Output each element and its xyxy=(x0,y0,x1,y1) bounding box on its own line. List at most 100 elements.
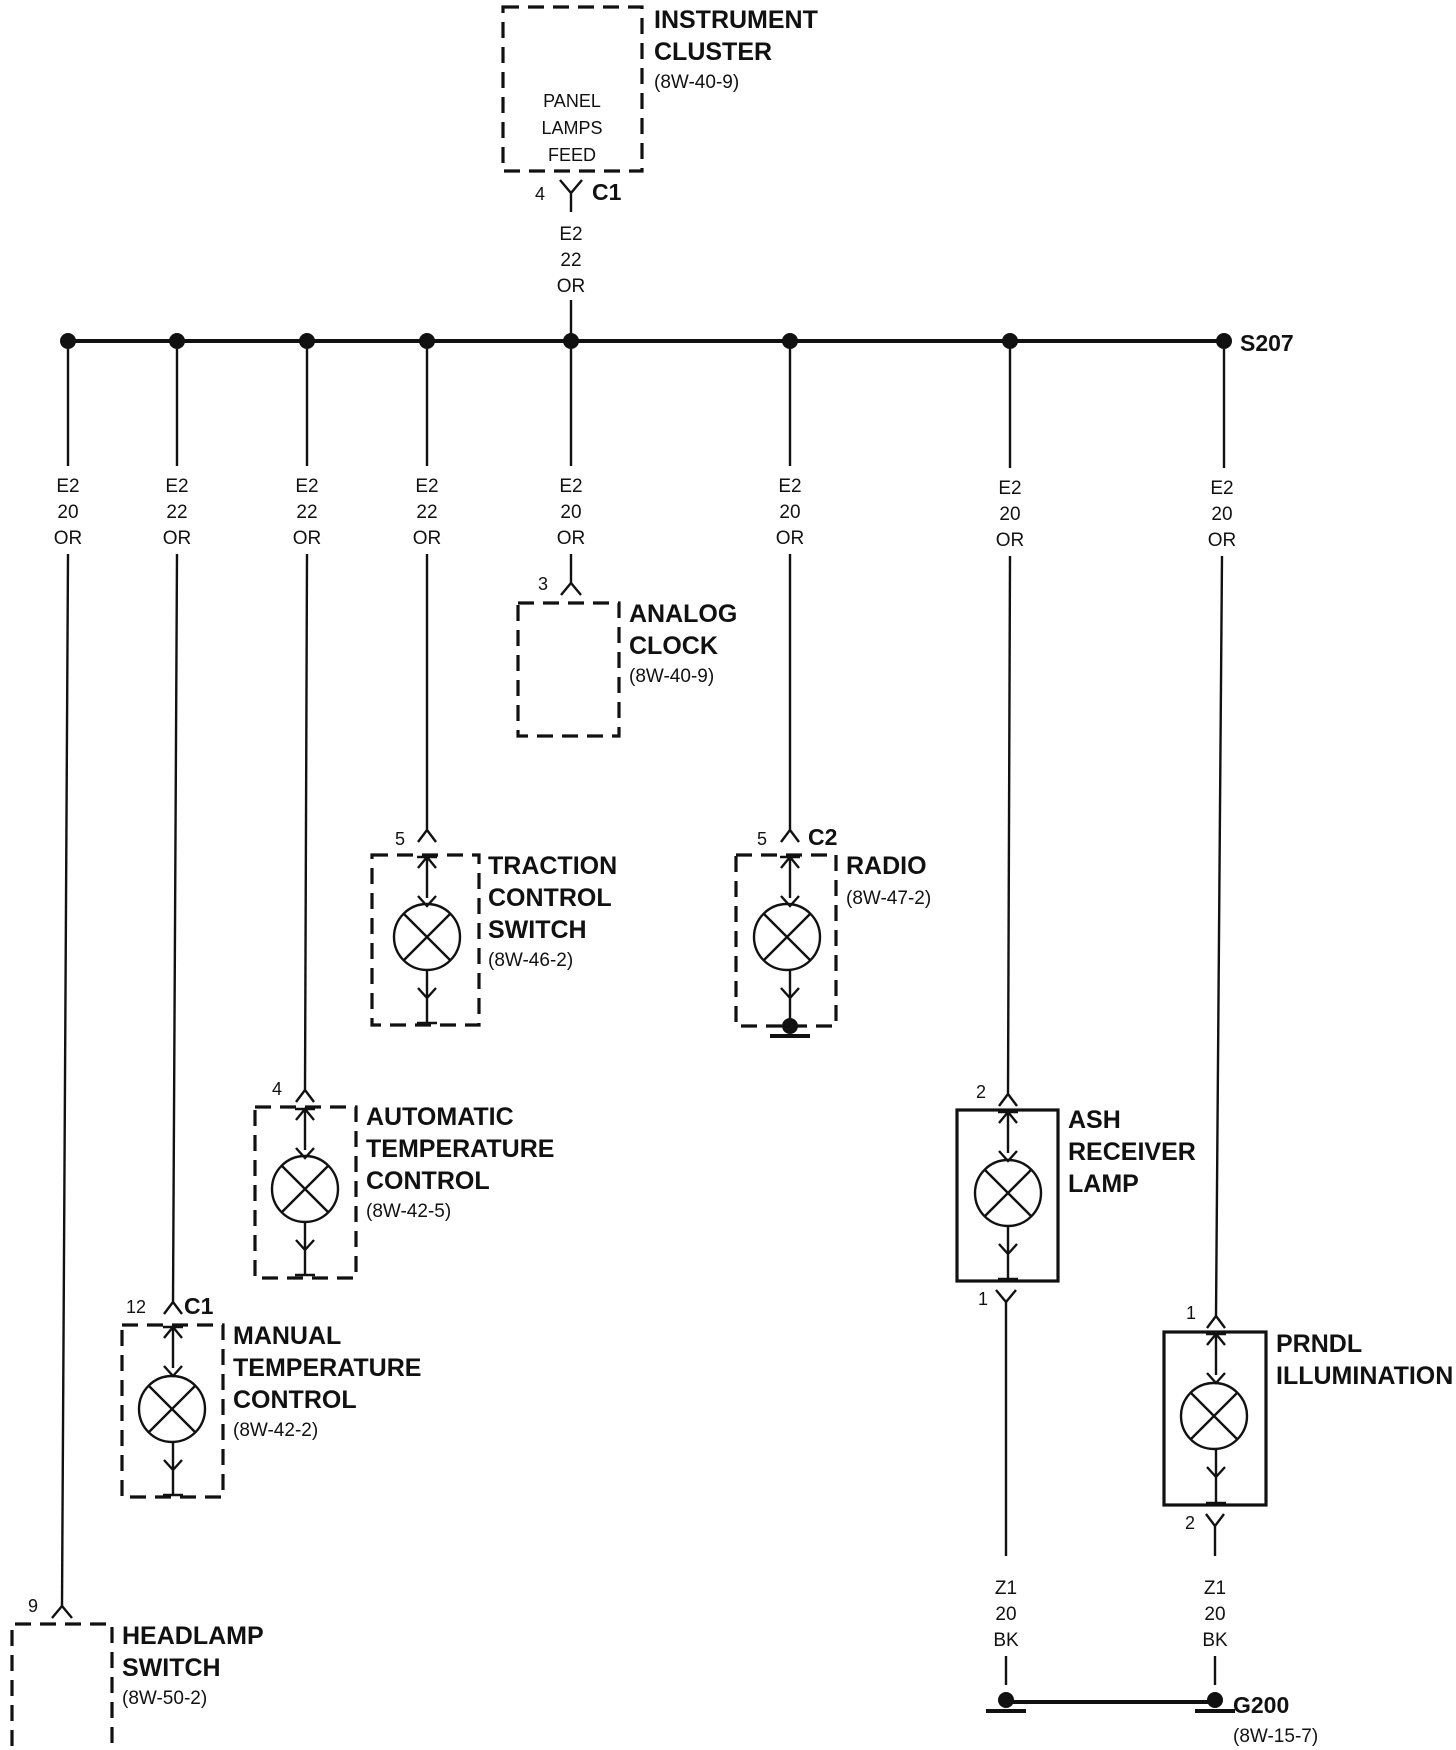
ash-receiver-box xyxy=(955,1108,1060,1283)
branch-wire-color: OR xyxy=(776,528,805,549)
traction-control-box xyxy=(370,853,481,1027)
branch-wire-circuit: E2 xyxy=(559,476,582,497)
traction-connector-symbol xyxy=(417,828,437,843)
branch-wire-gauge: 22 xyxy=(166,502,187,523)
branch-wire-circuit: E2 xyxy=(415,476,438,497)
headlamp-connector-symbol xyxy=(51,1604,73,1619)
ground-ref: (8W-15-7) xyxy=(1233,1726,1318,1747)
auto-temp-ref: (8W-42-5) xyxy=(366,1201,451,1222)
prndl-illumination-component: 1 2 PRNDL ILLUMINATION xyxy=(1162,1303,1453,1556)
splice-label: S207 xyxy=(1240,330,1294,356)
ash-receiver-pin-in: 2 xyxy=(976,1082,986,1102)
branch-wire-gauge: 20 xyxy=(999,504,1020,525)
lamp-cross xyxy=(403,913,451,961)
prndl-connector-symbol xyxy=(1206,1314,1226,1329)
branch-wire-color: OR xyxy=(413,528,442,549)
branch-wire-circuit: E2 xyxy=(998,478,1021,499)
headlamp-pin: 9 xyxy=(28,1596,38,1616)
branch-wire xyxy=(171,553,179,1303)
ash-receiver-out-connector xyxy=(995,1289,1017,1304)
analog-clock-ref: (8W-40-9) xyxy=(629,666,714,687)
radio-pin: 5 xyxy=(757,829,767,849)
ground-wire-circuit: Z1 xyxy=(995,1578,1017,1599)
ground-section: Z1 20 BK Z1 20 BK G200 (8W-15-7) xyxy=(986,1578,1318,1747)
lamp-lead-symbol xyxy=(998,1110,1018,1163)
radio-connector: C2 xyxy=(808,824,837,850)
lamp-icon xyxy=(1179,1381,1249,1451)
bus-node xyxy=(169,333,185,349)
bus-node xyxy=(299,333,315,349)
manual-temp-title-3: CONTROL xyxy=(233,1386,357,1414)
radio-connector-symbol xyxy=(780,828,800,843)
branch-wire-color: OR xyxy=(293,528,322,549)
branch-wire-circuit: E2 xyxy=(165,476,188,497)
lamp-lead-symbol xyxy=(295,1107,315,1160)
ash-receiver-lamp-component: 2 1 ASH RECEIVER LAMP xyxy=(955,1082,1196,1556)
manual-temp-pin: 12 xyxy=(126,1297,146,1317)
traction-control-title-1: TRACTION xyxy=(488,852,617,880)
ground-wire-gauge: 20 xyxy=(995,1604,1016,1625)
headlamp-switch-component: 9 HEADLAMP SWITCH (8W-50-2) xyxy=(10,1596,264,1746)
lamp-cross xyxy=(763,913,811,961)
ground-wire-color: BK xyxy=(993,1630,1019,1651)
lamp-ground-lead xyxy=(998,1226,1018,1281)
manual-temp-box xyxy=(120,1323,225,1499)
bus-node xyxy=(1002,333,1018,349)
ash-receiver-pin-out: 1 xyxy=(978,1289,988,1309)
prndl-title-2: ILLUMINATION xyxy=(1276,1362,1453,1390)
manual-temp-connector: C1 xyxy=(184,1293,214,1319)
instrument-cluster-component: PANEL LAMPS FEED INSTRUMENT CLUSTER (8W-… xyxy=(501,5,818,341)
lamp-ground-lead xyxy=(417,970,437,1025)
branch-wire-circuit: E2 xyxy=(778,476,801,497)
lamp-ground-lead xyxy=(163,1442,183,1497)
branch-wire-gauge: 20 xyxy=(560,502,581,523)
lamp-lead-symbol xyxy=(1206,1332,1226,1385)
splice-bus: S207 xyxy=(60,330,1294,356)
traction-control-switch-component: 5 TRACTION CONTROL SWITCH (8W-46-2) xyxy=(370,828,617,1027)
ash-receiver-title-3: LAMP xyxy=(1068,1170,1139,1198)
lamp-cross xyxy=(984,1169,1032,1217)
bus-node xyxy=(563,333,579,349)
feed-wire-circuit: E2 xyxy=(559,224,582,245)
branch-wire-color: OR xyxy=(163,528,192,549)
branch-wire-color: OR xyxy=(54,528,83,549)
manual-temp-title-1: MANUAL xyxy=(233,1322,341,1350)
panel-lamps-feed-line-1: PANEL xyxy=(543,91,601,111)
branch-wire-gauge: 20 xyxy=(1211,504,1232,525)
headlamp-title-1: HEADLAMP xyxy=(122,1622,264,1650)
instrument-cluster-pin: 4 xyxy=(535,184,545,204)
feed-wire-color: OR xyxy=(557,276,586,297)
ground-wire-color: BK xyxy=(1202,1630,1228,1651)
radio-box xyxy=(734,853,838,1028)
analog-clock-connector-symbol xyxy=(560,581,582,596)
prndl-title-1: PRNDL xyxy=(1276,1330,1362,1358)
analog-clock-component: 3 ANALOG CLOCK (8W-40-9) xyxy=(516,574,737,738)
branch-wire-circuit: E2 xyxy=(295,476,318,497)
headlamp-switch-box xyxy=(10,1622,114,1746)
instrument-cluster-ref: (8W-40-9) xyxy=(654,72,739,93)
lamp-ground-lead xyxy=(295,1222,315,1277)
branch-wire-circuit: E2 xyxy=(56,476,79,497)
lamp-lead-symbol xyxy=(163,1325,183,1378)
branch-wire-gauge: 20 xyxy=(779,502,800,523)
feed-wire-gauge: 22 xyxy=(560,250,581,271)
ground-wire-gauge: 20 xyxy=(1204,1604,1225,1625)
branch-wire xyxy=(60,553,70,1607)
analog-clock-title-1: ANALOG xyxy=(629,600,737,628)
analog-clock-box xyxy=(516,601,621,738)
radio-ref: (8W-47-2) xyxy=(846,888,931,909)
branch-wire-circuit: E2 xyxy=(1210,478,1233,499)
auto-temp-box xyxy=(253,1105,358,1280)
prndl-pin-out: 2 xyxy=(1185,1513,1195,1533)
branch-wires: E2 20 OR E2 22 OR E2 22 OR E2 22 OR E2 2… xyxy=(54,349,1237,1607)
bus-node xyxy=(1216,333,1232,349)
auto-temp-title-3: CONTROL xyxy=(366,1167,490,1195)
instrument-cluster-connector-symbol xyxy=(559,179,583,212)
prndl-box xyxy=(1162,1330,1268,1507)
branch-wire-color: OR xyxy=(1208,530,1237,551)
ground-node xyxy=(998,1692,1014,1708)
ash-receiver-title-2: RECEIVER xyxy=(1068,1138,1196,1166)
lamp-lead-symbol xyxy=(417,855,437,908)
auto-temp-title-1: AUTOMATIC xyxy=(366,1103,514,1131)
